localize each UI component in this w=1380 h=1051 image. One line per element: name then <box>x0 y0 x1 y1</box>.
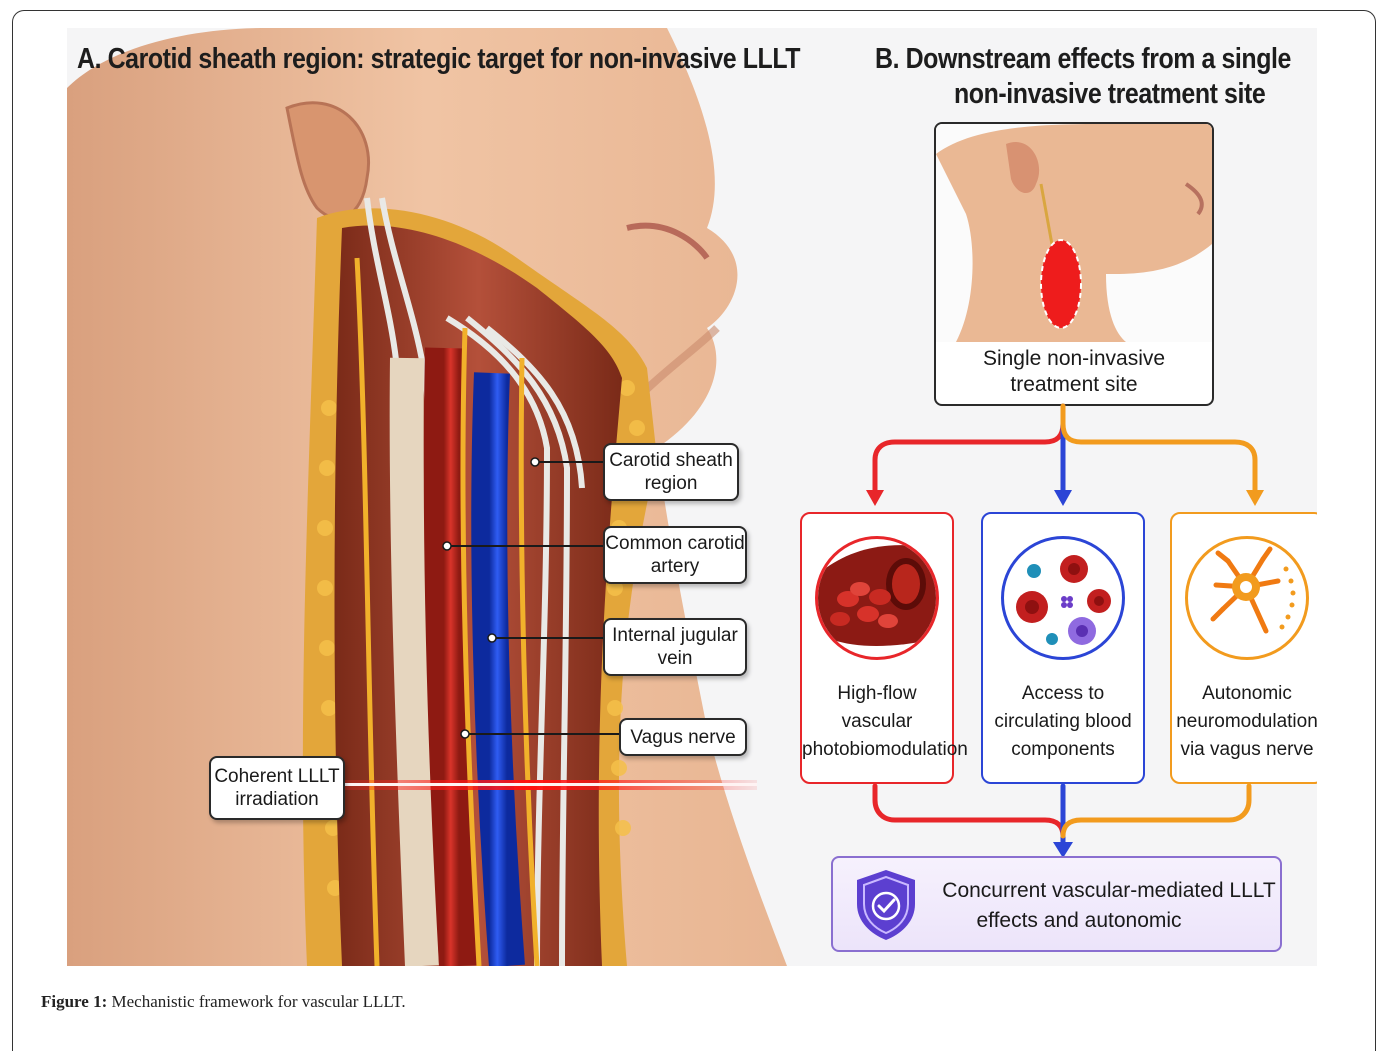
figure-caption: Figure 1: Mechanistic framework for vasc… <box>41 992 406 1012</box>
effect-card-blood-components: Access to circulating blood components <box>981 512 1145 784</box>
shield-check-icon <box>853 868 919 942</box>
effect-text-blood-components: Access to circulating blood components <box>983 680 1143 764</box>
blood-vessel-icon <box>815 536 939 660</box>
effect-text-autonomic: Autonomic neuromodulation via vagus nerv… <box>1172 680 1317 764</box>
figure-image: A. Carotid sheath region: strategic targ… <box>67 28 1317 966</box>
treatment-site-illustration <box>936 124 1212 342</box>
effect-card-vascular: High-flow vascular photobiomodulation <box>800 512 954 784</box>
neuron-icon <box>1185 536 1309 660</box>
blood-cells-icon <box>1001 536 1125 660</box>
vagus-nerve-label: Vagus nerve <box>619 718 747 756</box>
concurrent-effects-text: Concurrent vascular-mediated LLLT effect… <box>939 876 1279 936</box>
treatment-site-box: Single non-invasive treatment site <box>934 122 1214 406</box>
effect-card-autonomic: Autonomic neuromodulation via vagus nerv… <box>1170 512 1317 784</box>
treatment-site-text: Single non-invasive treatment site <box>936 346 1212 398</box>
panel-b-title: B. Downstream effects from a single non-… <box>875 42 1291 112</box>
figure-caption-text: Mechanistic framework for vascular LLLT. <box>107 992 405 1011</box>
figure-caption-label: Figure 1: <box>41 992 107 1011</box>
effect-text-vascular: High-flow vascular photobiomodulation <box>802 680 952 764</box>
concurrent-effects-box: Concurrent vascular-mediated LLLT effect… <box>831 856 1282 952</box>
panel-a-title: A. Carotid sheath region: strategic targ… <box>77 42 800 77</box>
